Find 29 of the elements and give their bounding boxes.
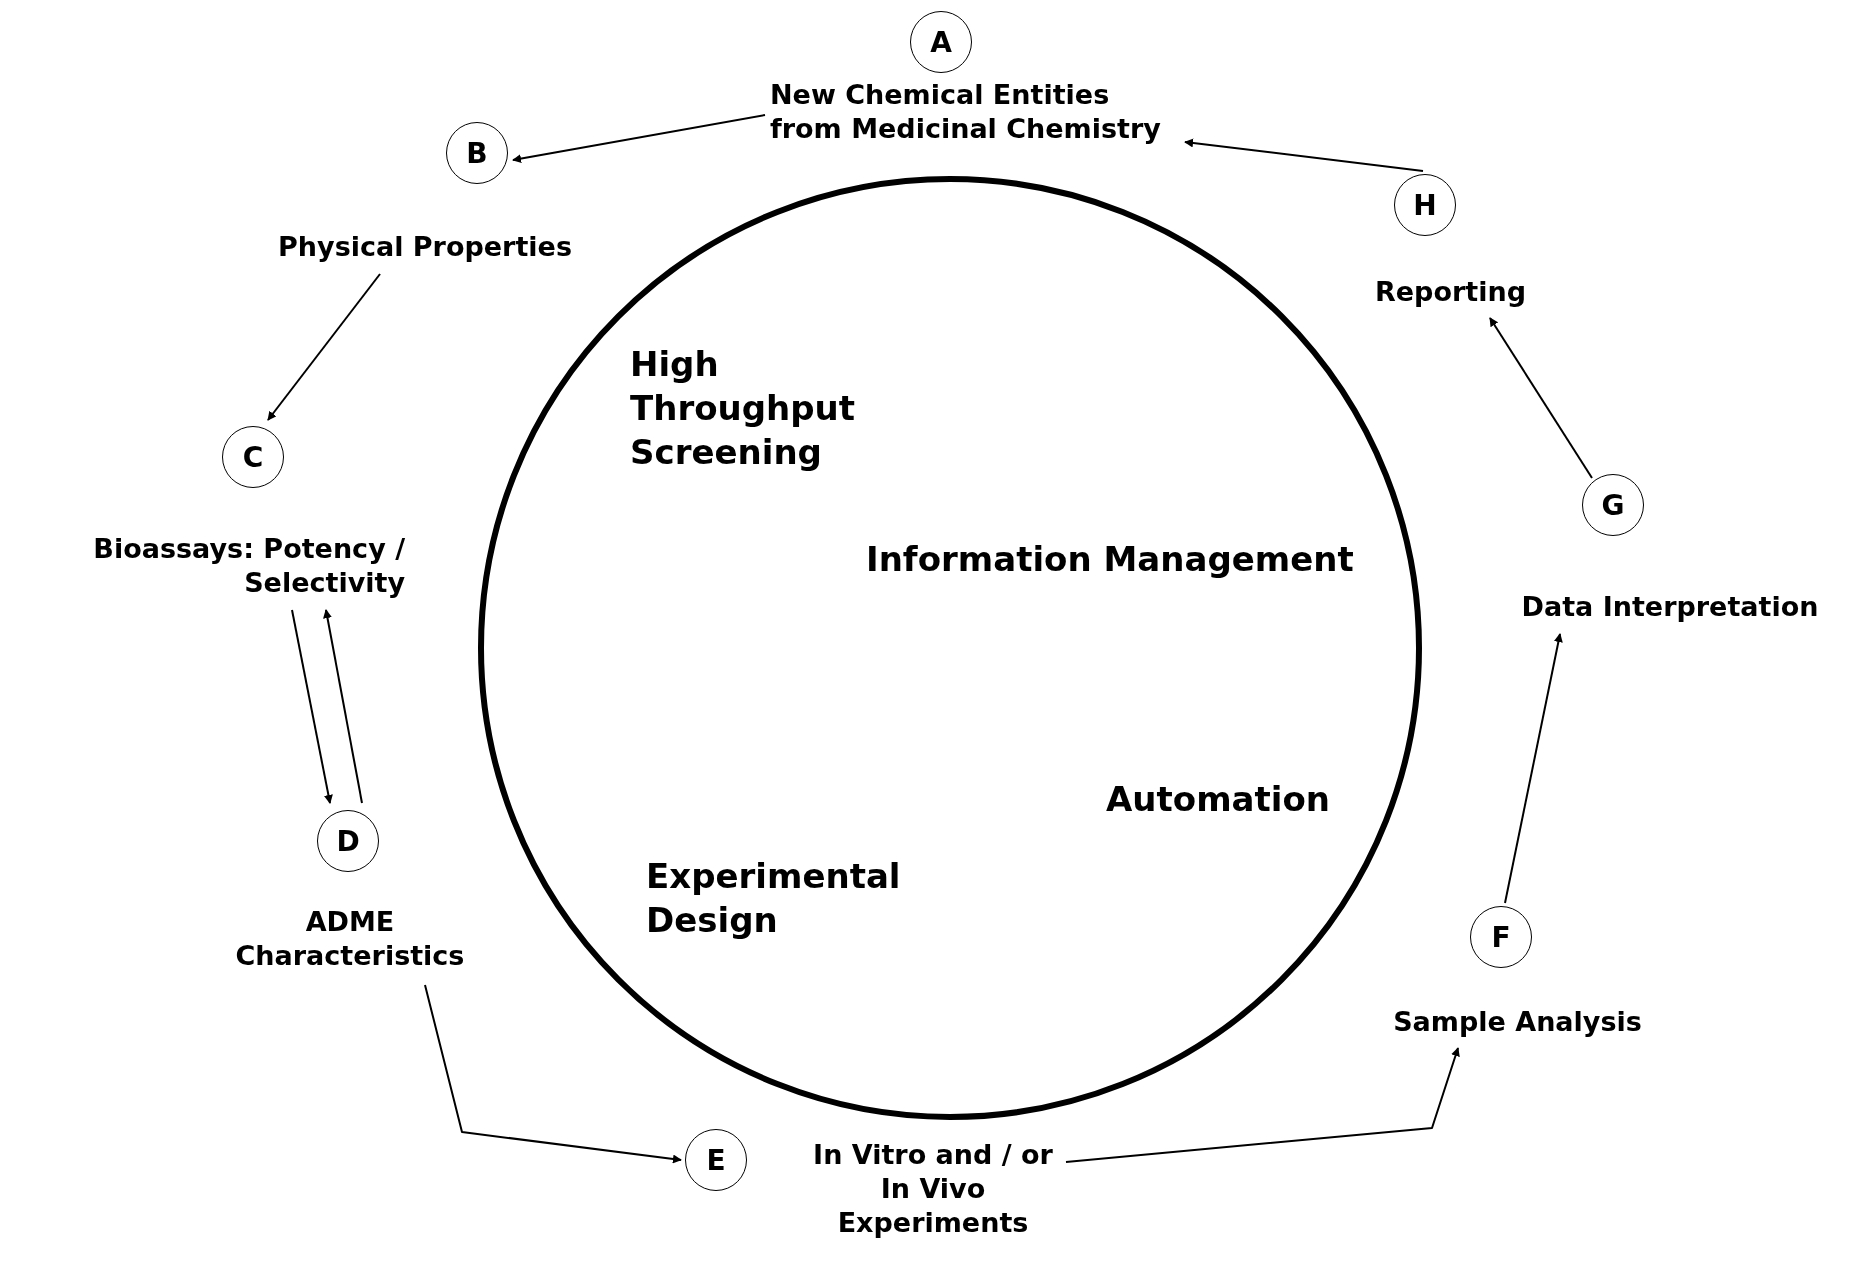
arrow xyxy=(1184,138,1424,172)
center-topic: High Throughput Screening xyxy=(630,343,857,475)
step-letter-circle: G xyxy=(1582,474,1644,536)
step-letter-circle: A xyxy=(910,11,972,73)
step-label: Physical Properties xyxy=(277,230,573,264)
center-topic: Information Management xyxy=(866,538,1355,581)
step-label: Bioassays: Potency / Selectivity xyxy=(92,532,405,600)
arrow xyxy=(323,609,363,804)
arrow xyxy=(1504,633,1563,904)
arrow xyxy=(512,114,766,163)
step-letter-circle: F xyxy=(1470,906,1532,968)
step-label: ADME Characteristics xyxy=(234,905,466,973)
step-letter-circle: E xyxy=(685,1129,747,1191)
step-label: New Chemical Entities from Medicinal Chemistry xyxy=(770,78,1162,146)
arrow xyxy=(424,984,682,1164)
center-topic: Experimental Design xyxy=(646,855,902,943)
step-letter-circle: H xyxy=(1394,174,1456,236)
step-letter-circle: B xyxy=(446,122,508,184)
step-label: Reporting xyxy=(1375,275,1527,309)
center-topic: Automation xyxy=(1106,778,1331,821)
step-label: Sample Analysis xyxy=(1392,1005,1643,1039)
arrow xyxy=(291,609,333,804)
step-label: Data Interpretation xyxy=(1520,590,1820,624)
arrow xyxy=(267,273,381,421)
step-label: In Vitro and / or In Vivo Experiments xyxy=(812,1138,1054,1240)
step-letter-circle: C xyxy=(222,426,284,488)
step-letter-circle: D xyxy=(317,810,379,872)
arrow xyxy=(1065,1047,1460,1163)
arrow xyxy=(1489,317,1593,479)
